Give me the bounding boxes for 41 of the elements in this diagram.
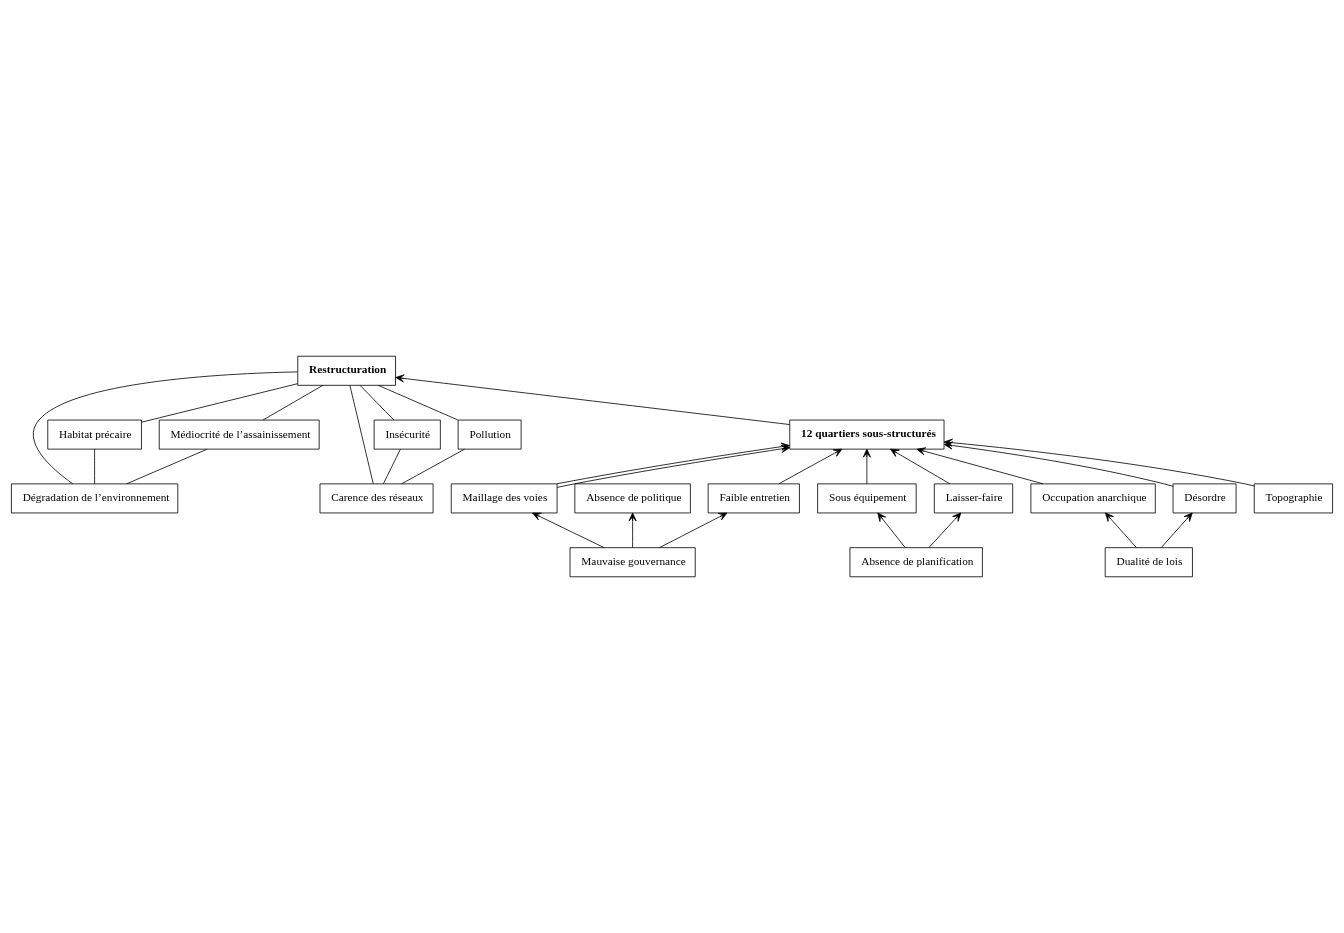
node-box: Sous équipement [817, 483, 917, 514]
node-box: Mauvaise gouvernance [569, 547, 696, 578]
node-box: Carence des réseaux [319, 483, 434, 514]
node-box: 12 quartiers sous-structurés [789, 419, 945, 450]
arrow [877, 512, 906, 548]
node-box: Occupation anarchique [1030, 483, 1156, 514]
node-box: Dégradation de l’environnement [11, 483, 179, 514]
connector [401, 448, 465, 485]
node-box: Insécurité [373, 419, 441, 450]
node-box: Pollution [457, 419, 522, 450]
arrow [862, 448, 871, 485]
node-box: Restructuration [297, 355, 396, 386]
connector [382, 448, 401, 485]
connector [94, 448, 95, 485]
arrow [659, 512, 728, 548]
node-box: Maillage des voies [450, 483, 558, 514]
arrow [1160, 512, 1193, 548]
connector [262, 384, 324, 421]
arrow [778, 448, 843, 485]
node-box: Dualité de lois [1104, 547, 1193, 578]
node-box: Absence de planification [849, 547, 983, 578]
arrow [916, 447, 1044, 485]
arrow [928, 512, 962, 548]
node-box: Désordre [1172, 483, 1237, 514]
node-box: Médiocrité de l’assainissement [158, 419, 320, 450]
arrow [1105, 512, 1137, 548]
connector [377, 384, 459, 421]
arrow [532, 512, 605, 548]
node-box: Faible entretien [707, 483, 800, 514]
node-box: Laisser-faire [933, 483, 1014, 514]
connector [359, 384, 395, 421]
connector [126, 448, 208, 485]
arrow [395, 374, 790, 425]
arrow [628, 512, 637, 548]
connector [32, 371, 298, 485]
node-box: Habitat précaire [47, 419, 142, 450]
node-box: Topographie [1253, 483, 1333, 514]
node-box: Absence de politique [574, 483, 691, 514]
connector [349, 385, 374, 485]
arrow [890, 448, 951, 485]
connector [141, 383, 299, 423]
